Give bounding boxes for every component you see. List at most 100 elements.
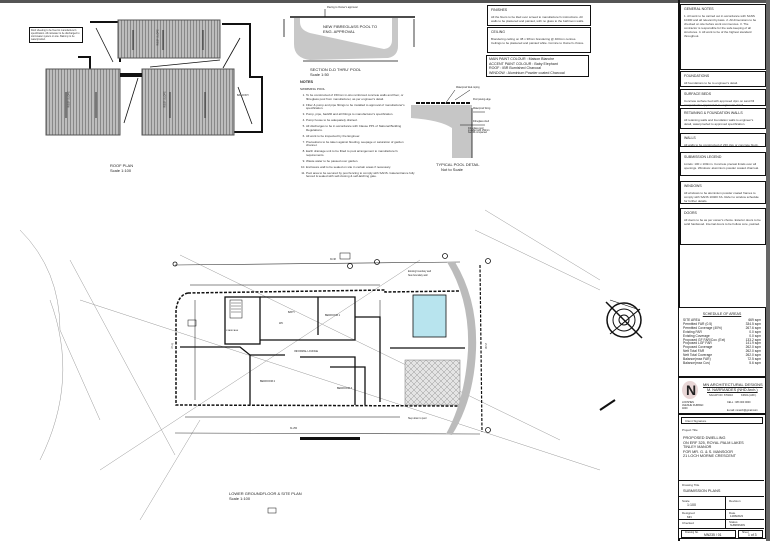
notes-box-general: GENERAL NOTES 1. All work to be carried … — [680, 4, 766, 70]
note-item: All discharges to be in accordance with … — [306, 124, 415, 132]
room-label: BEDROOM 1 — [325, 314, 341, 317]
roof-plan-scale: Scale 1:100 — [110, 168, 132, 173]
schedule-item-label: Nett Total Coverage — [683, 353, 713, 358]
site-plan-scale: Scale 1:100 — [229, 496, 251, 501]
schedule-row: Balance(max FAR)72.5 sqm — [683, 357, 761, 362]
notes-text: All retaining walls and foundation walls… — [684, 118, 754, 126]
note-item: Filter & pump and pipe fittings to be in… — [306, 103, 415, 111]
status-value: SUBMISSION — [730, 524, 746, 527]
schedule-item-label: Existing Coverage — [683, 333, 710, 338]
project-title: PROPOSED DWELLING ON ERF 325, ROYAL PALM… — [683, 436, 744, 459]
pool-section-drawing — [283, 9, 415, 62]
schedule-item-label: Balance(max Cov) — [683, 360, 711, 365]
schedule-item-value: 669 sqm — [748, 318, 761, 322]
notes-box-foundations: FOUNDATIONS All foundations to be to eng… — [680, 71, 766, 87]
drawing-no-label: Drawing No. — [685, 531, 699, 534]
schedule-item-value: 262.0 sqm — [745, 353, 761, 358]
notes-heading: NOTES — [300, 80, 314, 84]
firm-name: MN ARCHITECTURAL DESIGNS — [703, 382, 763, 387]
client-signature-box[interactable]: Client Signature — [681, 417, 763, 424]
pool-section-title: SECTION D-D THRU' POOL — [310, 67, 362, 72]
scale-value: 1:100 — [687, 503, 696, 507]
paint-colour-box: MAIN PAINT COLOUR : Maison Blanche ACCEN… — [486, 55, 589, 77]
project-title-line: PROPOSED DWELLING — [683, 436, 726, 440]
note-item: Pump house to be adequately drained. — [306, 119, 415, 123]
schedule-item-label: Proposed GF FAR/Cov. (Ext) — [683, 337, 726, 342]
roof-label: ROOF SLOPE — [163, 91, 167, 108]
scale-box: Scale 1:100 — [679, 497, 726, 510]
project-title-label: Project Title — [682, 428, 698, 432]
notes-heading: SUBMISSION LEGEND — [684, 155, 722, 159]
firm-address: LOKSHEN AVENUE DURBAN 4000 — [682, 401, 704, 410]
notes-heading: GENERAL NOTES — [684, 7, 714, 11]
dimension-label: 21.96 — [483, 343, 486, 349]
title-block-divider — [678, 0, 680, 541]
date-label: Date — [729, 511, 736, 515]
schedule-title: SCHEDULE OF AREAS — [702, 312, 742, 316]
dimension-label: 31.250 — [290, 428, 298, 430]
scale-marker — [599, 399, 616, 411]
schedule-item-value: 133.2 sqm — [745, 337, 761, 342]
date-box: Date 14/08/2023 — [726, 510, 764, 520]
note-item: All work to be inspected by the Engineer… — [306, 134, 415, 139]
paint-window: WINDOW : Aluminium Powder coated Charcoa… — [489, 70, 565, 75]
pool-detail-title: TYPICAL POOL DETAIL — [436, 162, 480, 167]
note-item: Earth drainage unit to be fitted to pool… — [306, 149, 415, 157]
schedule-row: Permitted Coverage (40%)267.6 sqm — [683, 326, 761, 331]
room-label: BEDROOM 2 — [260, 380, 276, 383]
checked-label: Checked — [682, 521, 694, 525]
schedule-row: Nett Total Coverage 262.0 sqm — [683, 353, 761, 358]
notes-heading: CEILING — [491, 30, 506, 34]
roof-plan-title: ROOF PLAN — [110, 163, 134, 168]
revision-label: Revision — [729, 499, 741, 503]
notes-text: Concrete surface bed with approved dpm o… — [684, 99, 755, 107]
pool-detail-scale: Not to Scale — [441, 167, 463, 172]
site-plan-title: LOWER GROUNDFLOOR & SITE PLAN — [229, 491, 302, 496]
notes-heading: RETAINING & FOUNDATION WALLS — [684, 111, 743, 115]
sheet-box: Sheet 1 of 3 — [738, 530, 763, 538]
sheet-top-border — [0, 0, 770, 3]
paint-main: MAIN PAINT COLOUR : Maison Blanche — [489, 57, 555, 61]
detail-callout: Waterproof tiled coping — [456, 87, 480, 89]
schedule-row: Proposed GF FAR/Cov. (Ext) 133.2 sqm — [683, 337, 761, 343]
firm-phone: CELL : 083 000 0000 — [727, 401, 751, 404]
title-block: Client Signature Project Title PROPOSED … — [678, 414, 766, 539]
date-value: 14/08/2023 — [730, 515, 743, 518]
firm-sacap: SACAP NO: ST0210 — [709, 394, 733, 397]
firm-person: M. NARRANDES (NHD Arch.) — [707, 388, 758, 392]
notes-box-windows: WINDOWS All windows to be aluminium powd… — [680, 181, 766, 204]
drawing-no: MN235 / 01 — [704, 533, 722, 537]
note-item: Pool area to be secured by pool fencing … — [306, 171, 415, 179]
roof-label: ROOF SLOPE — [67, 91, 71, 108]
paint-accent: ACCENT PAINT COLOUR : Baby Elephant — [489, 61, 558, 66]
notes-subheading: SWIMMING POOL — [300, 87, 326, 91]
dimension-label: 30.38 — [330, 259, 336, 261]
notes-box-doors: DOORS All doors to be as per owner's cho… — [680, 208, 766, 245]
room-label: STAIRCASE — [226, 330, 239, 332]
firm-email[interactable]: E-mail: mnarch@gmail.com — [727, 409, 758, 412]
schedule-item-value: 5.6 sqm — [749, 360, 761, 365]
pool-notes-list: To be constructed of 150mm in-situ reinf… — [300, 93, 415, 179]
revision-box: Revision — [726, 497, 764, 510]
project-title-line: ON ERF 325, ROYAL PALM LAKES — [683, 440, 744, 445]
site-plan-drawing — [19, 209, 601, 521]
pool-section-scale: Scale 1:50 — [310, 72, 329, 77]
detail-callout: Waterproof lining — [473, 108, 491, 110]
notes-text: All walls to be constructed of 230 clay … — [684, 143, 759, 147]
north-arrow-icon — [605, 299, 643, 339]
designed-label: Designed — [682, 511, 695, 515]
scale-label: Scale — [682, 499, 690, 503]
notes-heading: DOORS — [684, 211, 697, 215]
notes-box-retaining-walls: RETAINING & FOUNDATION WALLS All retaini… — [680, 108, 766, 129]
note-item: Waste water to be passed over garden. — [306, 159, 415, 164]
schedule-item-label: Permitted FAR (0.5) — [683, 321, 713, 326]
schedule-item-label: Balance(max FAR) — [683, 357, 711, 362]
paint-roof: ROOF : IBR Burnished Charcoal — [489, 66, 541, 71]
status-box: Status SUBMISSION — [726, 520, 764, 529]
